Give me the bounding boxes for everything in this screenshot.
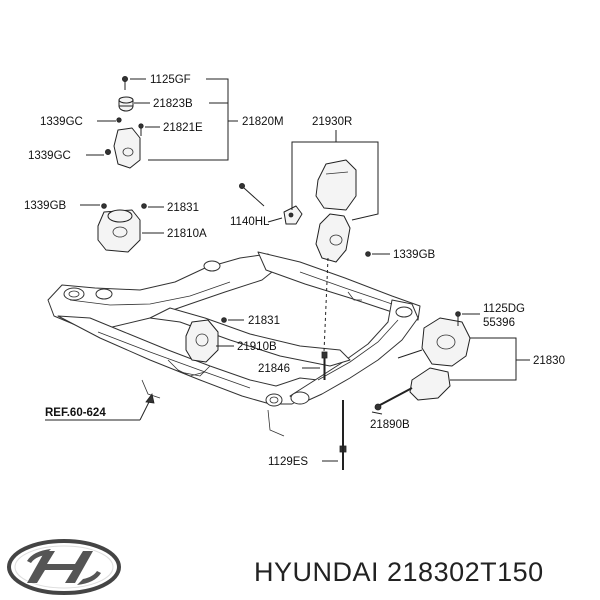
- label-21830: 21830: [533, 355, 565, 367]
- label-1140hl: 1140HL: [230, 216, 270, 228]
- label-1129es: 1129ES: [268, 456, 308, 468]
- part-labels: 1125GF 21823B 1339GC 21821E 21820M 1339G…: [24, 74, 565, 468]
- label-1125dg: 1125DG: [483, 303, 525, 315]
- subframe-drawing: [47, 251, 421, 437]
- label-21823b: 21823B: [153, 98, 193, 110]
- label-21810a: 21810A: [167, 228, 207, 240]
- label-21910b: 21910B: [237, 341, 277, 353]
- label-1339gb-right: 1339GB: [393, 249, 436, 261]
- label-21846: 21846: [258, 363, 290, 375]
- label-1339gb-left: 1339GB: [24, 200, 67, 212]
- label-21831-lower: 21831: [248, 315, 280, 327]
- label-55396: 55396: [483, 317, 515, 329]
- leader-lines: [45, 78, 530, 462]
- label-21821e: 21821E: [163, 122, 203, 134]
- label-21930r: 21930R: [312, 116, 352, 128]
- upper-mount-stack: [97, 76, 147, 253]
- mount-21830: [374, 311, 471, 411]
- label-1339gc-lower: 1339GC: [28, 150, 71, 162]
- mount-21910b: [177, 317, 227, 377]
- label-21820m: 21820M: [242, 116, 284, 128]
- long-bolts: [321, 351, 347, 470]
- label-21831-upper: 21831: [167, 202, 199, 214]
- label-ref-60-624: REF.60-624: [45, 407, 106, 419]
- part-number-caption: HYUNDAI 218302T150: [254, 557, 544, 587]
- label-21890b: 21890B: [370, 419, 410, 431]
- label-1125gf: 1125GF: [150, 74, 191, 86]
- mount-21930r: [238, 159, 371, 263]
- hyundai-logo-icon: [7, 539, 121, 595]
- label-1339gc-upper: 1339GC: [40, 116, 83, 128]
